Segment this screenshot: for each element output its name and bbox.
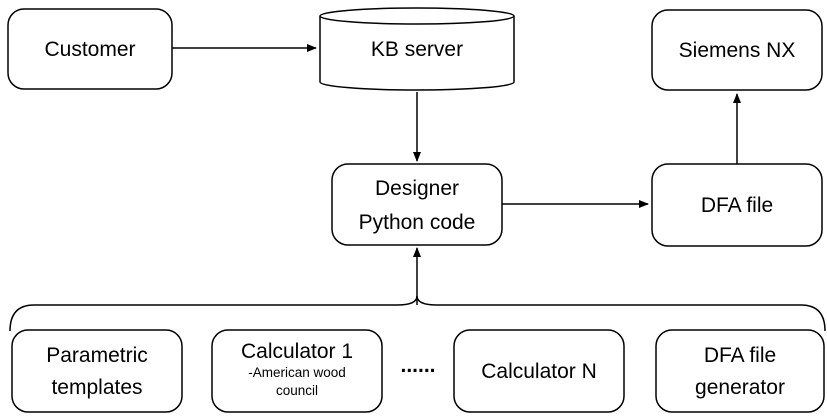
dfa-generator-label-line1: DFA file xyxy=(704,344,776,367)
siemens-nx-node: Siemens NX xyxy=(651,9,823,91)
customer-label: Customer xyxy=(44,38,135,61)
parametric-label-line2: templates xyxy=(51,376,142,399)
calculator-n-node: Calculator N xyxy=(453,329,625,413)
calculator-1-node: Calculator 1 -American wood council xyxy=(211,329,383,413)
calculator-1-sub-line1: -American wood xyxy=(248,365,346,380)
dfa-generator-label-line2: generator xyxy=(695,376,785,399)
parametric-label-line1: Parametric xyxy=(46,344,148,367)
siemens-nx-label: Siemens NX xyxy=(679,39,796,62)
parametric-templates-node: Parametric templates xyxy=(11,329,183,413)
calculator-1-sub-line2: council xyxy=(276,383,318,398)
customer-node: Customer xyxy=(7,8,173,90)
kb-server-label: KB server xyxy=(371,38,463,61)
designer-label-line1: Designer xyxy=(375,177,459,200)
grouping-brace xyxy=(9,295,826,332)
ellipsis: ...... xyxy=(400,354,435,377)
calculator-1-title: Calculator 1 xyxy=(241,340,353,363)
dfa-file-label: DFA file xyxy=(701,194,773,217)
designer-label-line2: Python code xyxy=(359,211,476,234)
calculator-n-label: Calculator N xyxy=(481,360,597,383)
designer-node: Designer Python code xyxy=(331,163,503,246)
dfa-file-node: DFA file xyxy=(651,163,823,247)
dfa-file-generator-node: DFA file generator xyxy=(655,329,825,413)
kb-server-node: KB server xyxy=(319,7,515,91)
